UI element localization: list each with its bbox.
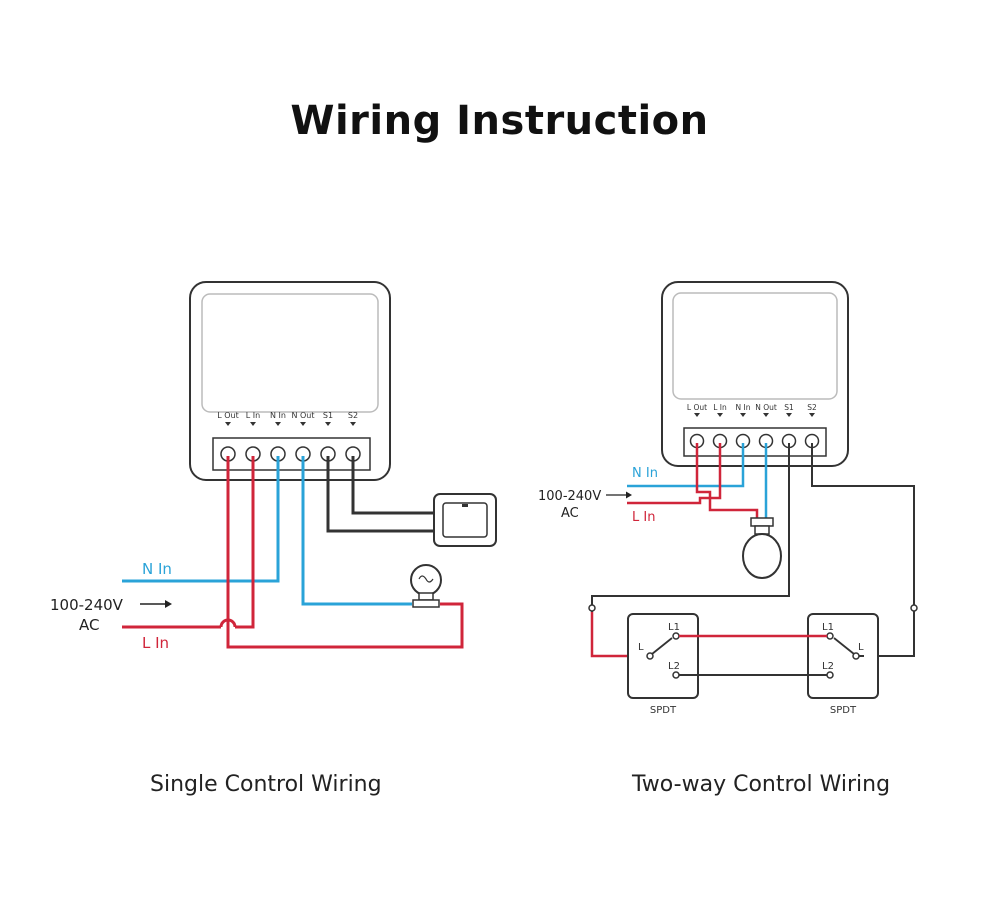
label-ac: AC [79,616,99,634]
wire-live-out [695,443,759,522]
wire-live-in [627,443,722,505]
lamp-icon [742,517,782,579]
terminal-l1: L1 [822,622,834,633]
terminal-label-l-out: L Out [687,403,707,412]
terminal-l: L [638,642,644,653]
spdt-switch-2: L1 L2 L SPDT [807,613,879,716]
switch-type: SPDT [830,705,857,716]
terminal-l2: L2 [822,661,834,672]
label-ac: AC [561,506,579,521]
label-n-in: N In [632,466,658,481]
spdt-switch-1: L1 L2 L SPDT [627,613,699,716]
terminal-l2: L2 [668,661,680,672]
terminal-label-s2: S2 [348,411,358,420]
wire-live-out [226,456,464,649]
terminal-label-l-out: L Out [217,411,239,420]
single-control-diagram: L Out L In N In N Out S1 S2 [50,281,497,652]
label-voltage: 100-240V [50,596,124,614]
page-title: Wiring Instruction [290,98,709,144]
terminal-block [212,437,371,471]
terminal-l: L [858,642,864,653]
terminal-label-n-in: N In [270,411,286,420]
wire-s2 [811,443,915,657]
wire-s2 [351,456,434,515]
module-face [672,292,838,400]
two-way-control-diagram: L Out L In N In N Out S1 S2 [538,281,918,716]
caption-two-way-control: Two-way Control Wiring [632,772,891,797]
terminal-label-n-in: N In [736,403,751,412]
switch-type: SPDT [650,705,677,716]
terminal-label-l-in: L In [246,411,260,420]
terminal-block [683,427,827,457]
terminal-label-l-in: L In [713,403,727,412]
label-l-in: L In [632,510,655,525]
label-voltage: 100-240V [538,489,601,504]
terminal-label-n-out: N Out [291,411,314,420]
terminal-label-s1: S1 [323,411,333,420]
terminal-label-n-out: N Out [755,403,777,412]
terminal-label-s1: S1 [784,403,794,412]
caption-single-control: Single Control Wiring [150,772,382,797]
label-l-in: L In [142,634,169,652]
module-face [201,293,379,413]
wire-neutral-in [627,443,745,488]
wire-s1 [326,456,434,533]
label-n-in: N In [142,560,172,578]
wire-neutral-in [122,456,280,583]
lamp-icon [410,564,442,608]
terminal-label-s2: S2 [807,403,817,412]
wire-neutral-out [301,456,412,606]
terminal-l1: L1 [668,622,680,633]
